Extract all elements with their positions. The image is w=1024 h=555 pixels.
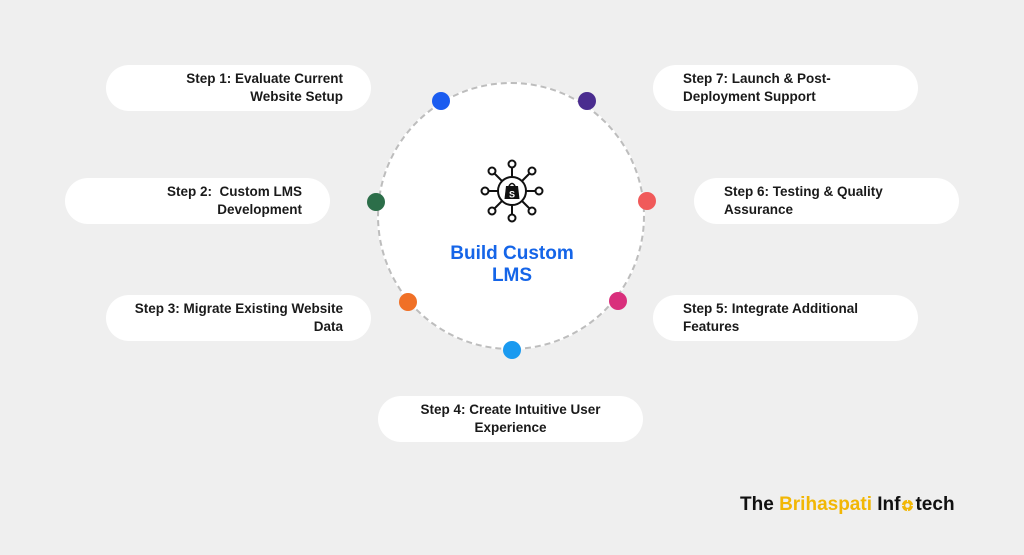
center-title: Build Custom LMS xyxy=(412,243,612,287)
svg-text:S: S xyxy=(509,190,515,200)
step-5-line1: Step 5: Integrate Additional xyxy=(683,301,859,316)
step-3-line1: Step 3: Migrate Existing Website xyxy=(134,301,343,316)
step-4-line2: Experience xyxy=(474,420,547,435)
step-6-line1: Step 6: Testing & Quality xyxy=(724,184,883,199)
step-6-card: Step 6: Testing & Quality Assurance xyxy=(694,178,959,224)
step-1-line1: Step 1: Evaluate Current xyxy=(186,71,343,86)
step-2-dot xyxy=(367,193,385,211)
step-4-card: Step 4: Create Intuitive User Experience xyxy=(378,396,643,442)
step-5-card: Step 5: Integrate Additional Features xyxy=(653,295,918,341)
step-7-card: Step 7: Launch & Post- Deployment Suppor… xyxy=(653,65,918,111)
center-title-line2: LMS xyxy=(491,265,533,286)
step-2-card: Step 2: Custom LMS Development xyxy=(65,178,330,224)
gear-icon xyxy=(902,499,914,511)
brand-part3: Inf xyxy=(871,494,901,515)
step-5-dot xyxy=(609,292,627,310)
step-6-line2: Assurance xyxy=(724,202,794,217)
step-4-line1: Step 4: Create Intuitive User xyxy=(420,402,601,417)
brand-part4: tech xyxy=(915,494,955,515)
center-title-line1: Build Custom xyxy=(450,243,574,264)
step-1-card: Step 1: Evaluate Current Website Setup xyxy=(106,65,371,111)
step-2-line1: Step 2: Custom LMS xyxy=(166,184,302,199)
step-7-line2: Deployment Support xyxy=(683,89,816,104)
step-7-dot xyxy=(578,92,596,110)
step-6-dot xyxy=(638,192,656,210)
step-4-dot xyxy=(503,341,521,359)
brand-logo: The Brihaspati Inf tech xyxy=(740,494,955,516)
brand-part1: The xyxy=(740,494,780,515)
brand-part2: Brihaspati xyxy=(779,494,872,515)
step-1-dot xyxy=(432,92,450,110)
step-5-line2: Features xyxy=(683,319,740,334)
step-3-card: Step 3: Migrate Existing Website Data xyxy=(106,295,371,341)
step-3-dot xyxy=(399,293,417,311)
step-2-line2: Development xyxy=(217,202,302,217)
step-1-line2: Website Setup xyxy=(250,89,343,104)
shopify-network-icon: S xyxy=(480,159,544,223)
step-7-line1: Step 7: Launch & Post- xyxy=(683,71,831,86)
step-3-line2: Data xyxy=(313,319,343,334)
